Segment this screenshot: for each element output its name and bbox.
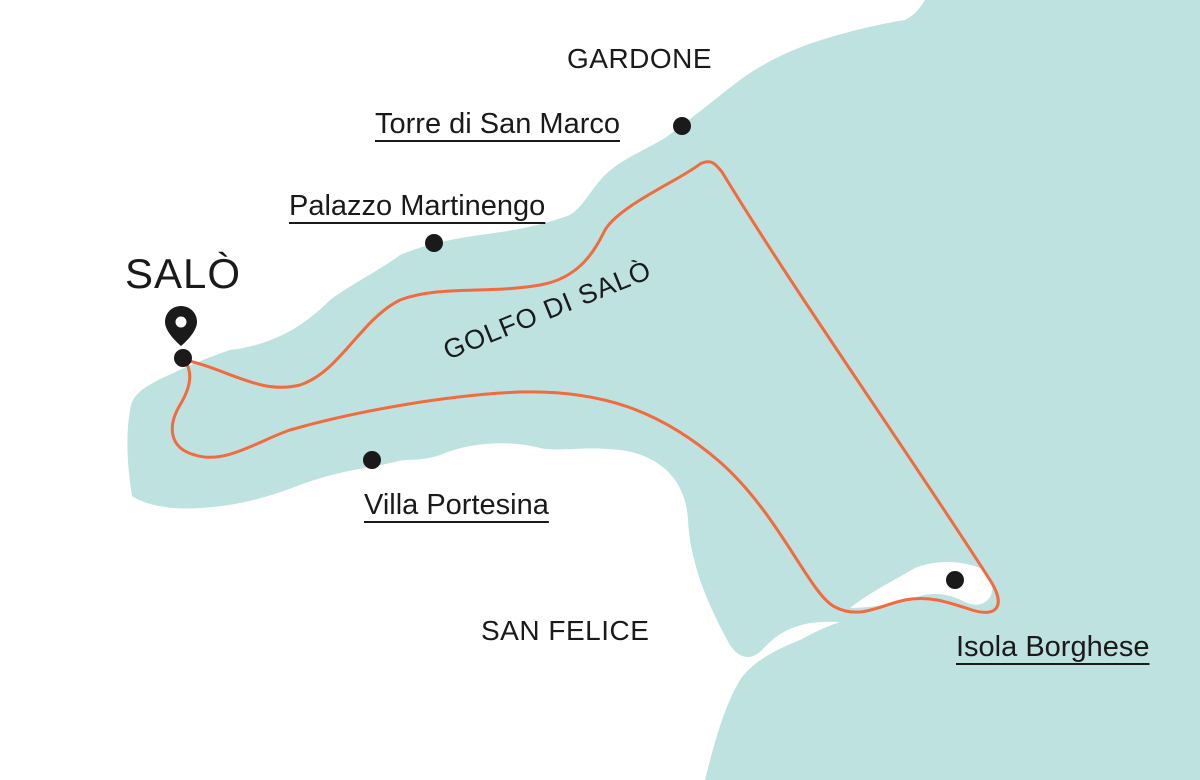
salo-marker[interactable] bbox=[174, 349, 192, 367]
torre-marker[interactable] bbox=[673, 117, 691, 135]
poi-link-villa[interactable]: Villa Portesina bbox=[364, 489, 549, 521]
town-title: SALÒ bbox=[125, 250, 242, 297]
tour-route bbox=[170, 160, 1000, 614]
area-label-san-felice: SAN FELICE bbox=[481, 615, 650, 646]
isola-marker[interactable] bbox=[946, 571, 964, 589]
poi-link-isola[interactable]: Isola Borghese bbox=[956, 631, 1150, 663]
palazzo-marker[interactable] bbox=[425, 234, 443, 252]
poi-link-torre[interactable]: Torre di San Marco bbox=[375, 108, 620, 140]
location-pin-icon[interactable] bbox=[165, 306, 197, 346]
villa-marker[interactable] bbox=[363, 451, 381, 469]
poi-link-palazzo[interactable]: Palazzo Martinengo bbox=[289, 190, 546, 222]
area-label-gardone: GARDONE bbox=[567, 43, 713, 74]
lake-water bbox=[127, 0, 1200, 780]
